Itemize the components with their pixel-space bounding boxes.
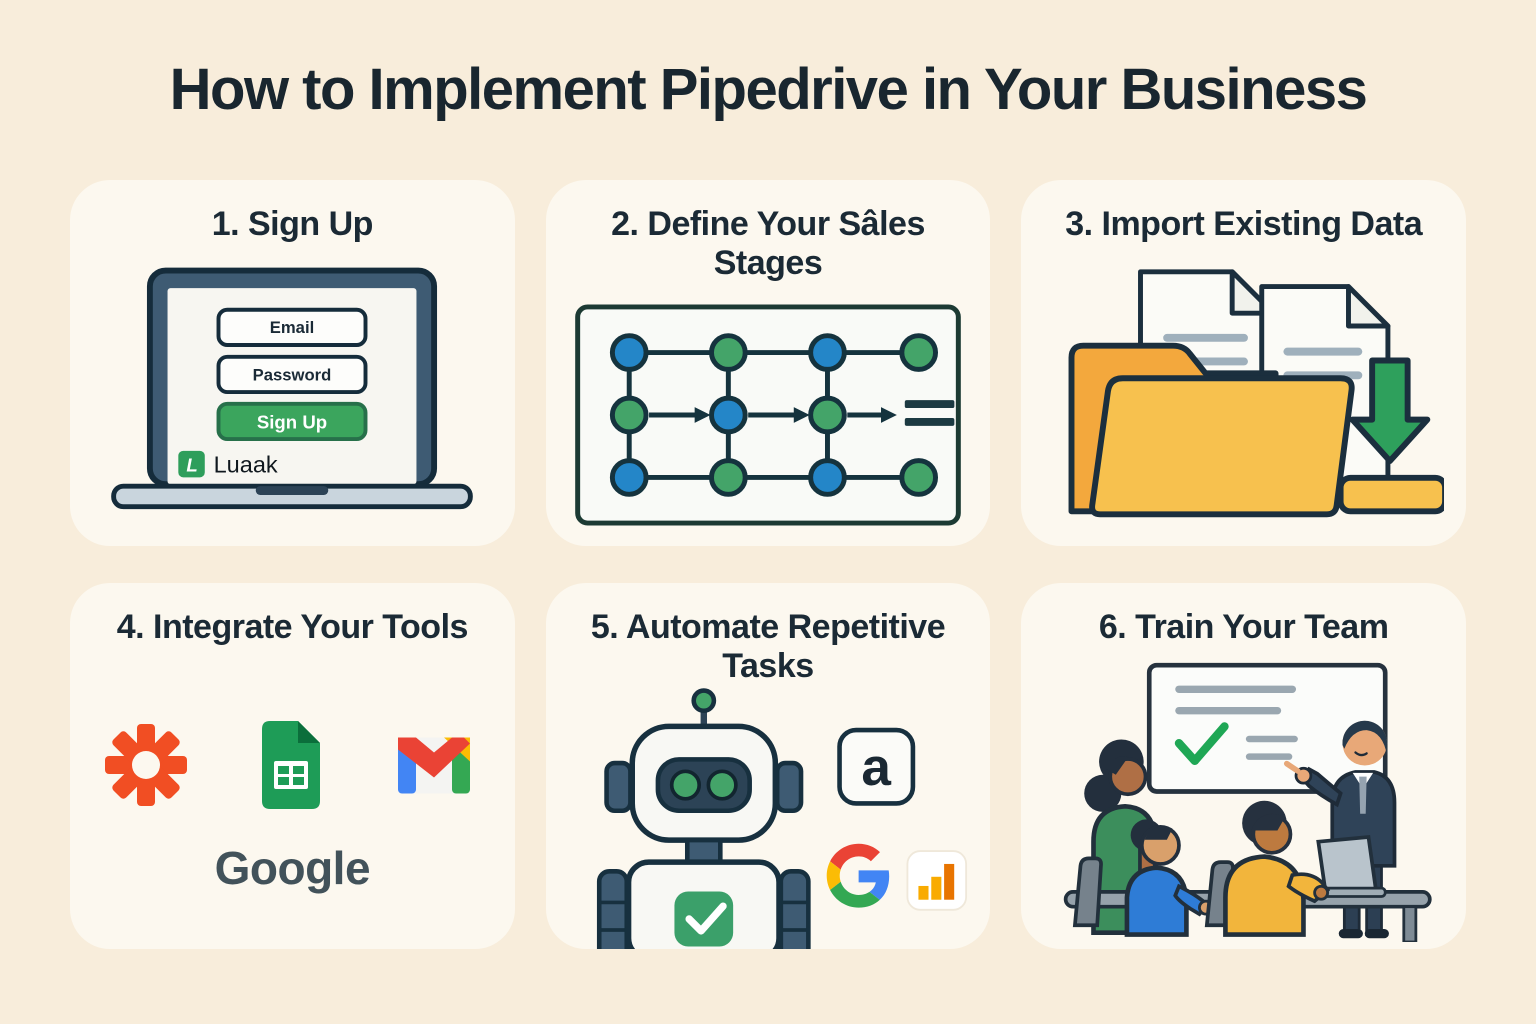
email-field <box>216 307 368 348</box>
training-illustration <box>1021 647 1466 949</box>
signup-button-label: Sign Up <box>257 411 327 432</box>
folder-icon <box>1068 342 1355 518</box>
pipeline-node-blue <box>808 332 847 372</box>
steps-grid: 1. Sign Up Email Password Sign Up L Luaa… <box>70 180 1466 949</box>
pipeline-diagram <box>575 304 961 526</box>
whiteboard-icon <box>1146 662 1388 794</box>
card-title: 4. Integrate Your Tools <box>116 608 469 646</box>
signup-button <box>216 401 368 442</box>
laptop-icon <box>1314 835 1387 898</box>
robot-check-badge <box>674 891 734 947</box>
zapier-icon <box>105 724 188 807</box>
pipeline-node-blue <box>808 457 847 497</box>
robot-ear <box>604 760 633 814</box>
import-data-icon <box>1068 269 1444 518</box>
tray-icon <box>1337 474 1444 515</box>
card-title: 1. Sign Up <box>211 205 374 243</box>
laptop-icon: Email Password Sign Up L Luaak <box>111 267 474 510</box>
check-icon <box>685 902 727 935</box>
a-app-icon: a <box>837 727 916 806</box>
google-g-icon <box>826 843 890 908</box>
tool-icons-row <box>100 719 484 811</box>
email-field-label: Email <box>270 318 314 337</box>
pipeline-node-blue <box>609 332 649 372</box>
password-field-label: Password <box>253 365 332 384</box>
robot-icon <box>596 688 811 949</box>
import-illustration <box>1021 244 1466 546</box>
robot-eye <box>706 769 738 801</box>
card-title: 5. Automate Repetitive Tasks <box>590 608 946 686</box>
brand-name: Luaak <box>214 451 278 477</box>
laptop-notch <box>256 486 329 496</box>
robot-eye <box>669 769 702 801</box>
page-title: How to Implement Pipedrive in Your Busin… <box>169 57 1368 122</box>
gmail-icon <box>398 737 471 794</box>
trainee-laptop-figure <box>1204 800 1330 937</box>
brand-logo-icon <box>178 450 206 478</box>
google-analytics-icon <box>906 850 968 911</box>
card-title: 2. Define Your Sâles Stages <box>611 205 925 283</box>
pipeline-node-green <box>709 457 748 497</box>
pipeline-illustration <box>546 283 991 546</box>
pipeline-node-green <box>899 457 938 497</box>
google-sheets-icon <box>262 721 321 810</box>
pipeline-nodes <box>609 332 938 497</box>
pipeline-node-green <box>609 395 649 434</box>
card-sign-up: 1. Sign Up Email Password Sign Up L Luaa… <box>70 180 515 546</box>
card-define-sales-stages: 2. Define Your Sâles Stages <box>545 180 991 546</box>
presenter-figure <box>1283 720 1397 939</box>
card-integrate-your-tools: 4. Integrate Your Tools <box>70 583 515 949</box>
pipeline-node-blue <box>709 395 748 434</box>
pipeline-node-blue <box>609 457 649 497</box>
card-train-your-team: 6. Train Your Team <box>1021 583 1466 949</box>
robot-arm <box>596 869 630 949</box>
tools-illustration: Google <box>70 647 515 949</box>
card-title: 6. Train Your Team <box>1098 608 1389 646</box>
trainee-seated-figure <box>1072 819 1224 937</box>
robot-arm <box>778 869 811 949</box>
automation-illustration: a <box>546 686 991 949</box>
card-title: 3. Import Existing Data <box>1065 205 1423 243</box>
brand-logo-letter: L <box>187 454 198 475</box>
card-import-existing-data: 3. Import Existing Data <box>1021 180 1466 546</box>
password-field <box>216 354 368 395</box>
download-arrow-icon <box>1349 357 1430 465</box>
a-app-letter: a <box>861 738 891 797</box>
automation-scene: a <box>596 688 968 949</box>
arrow-heads <box>694 406 897 423</box>
check-icon <box>1174 722 1229 766</box>
pipeline-node-green <box>808 395 847 434</box>
card-automate-repetitive-tasks: 5. Automate Repetitive Tasks <box>545 583 991 949</box>
equals-icon <box>904 399 955 426</box>
signup-illustration: Email Password Sign Up L Luaak <box>70 244 515 546</box>
pipeline-node-green <box>709 332 748 372</box>
google-wordmark: Google <box>214 842 371 895</box>
pipeline-node-green <box>899 332 938 372</box>
robot-ear <box>774 760 804 814</box>
training-scene <box>1063 662 1432 943</box>
